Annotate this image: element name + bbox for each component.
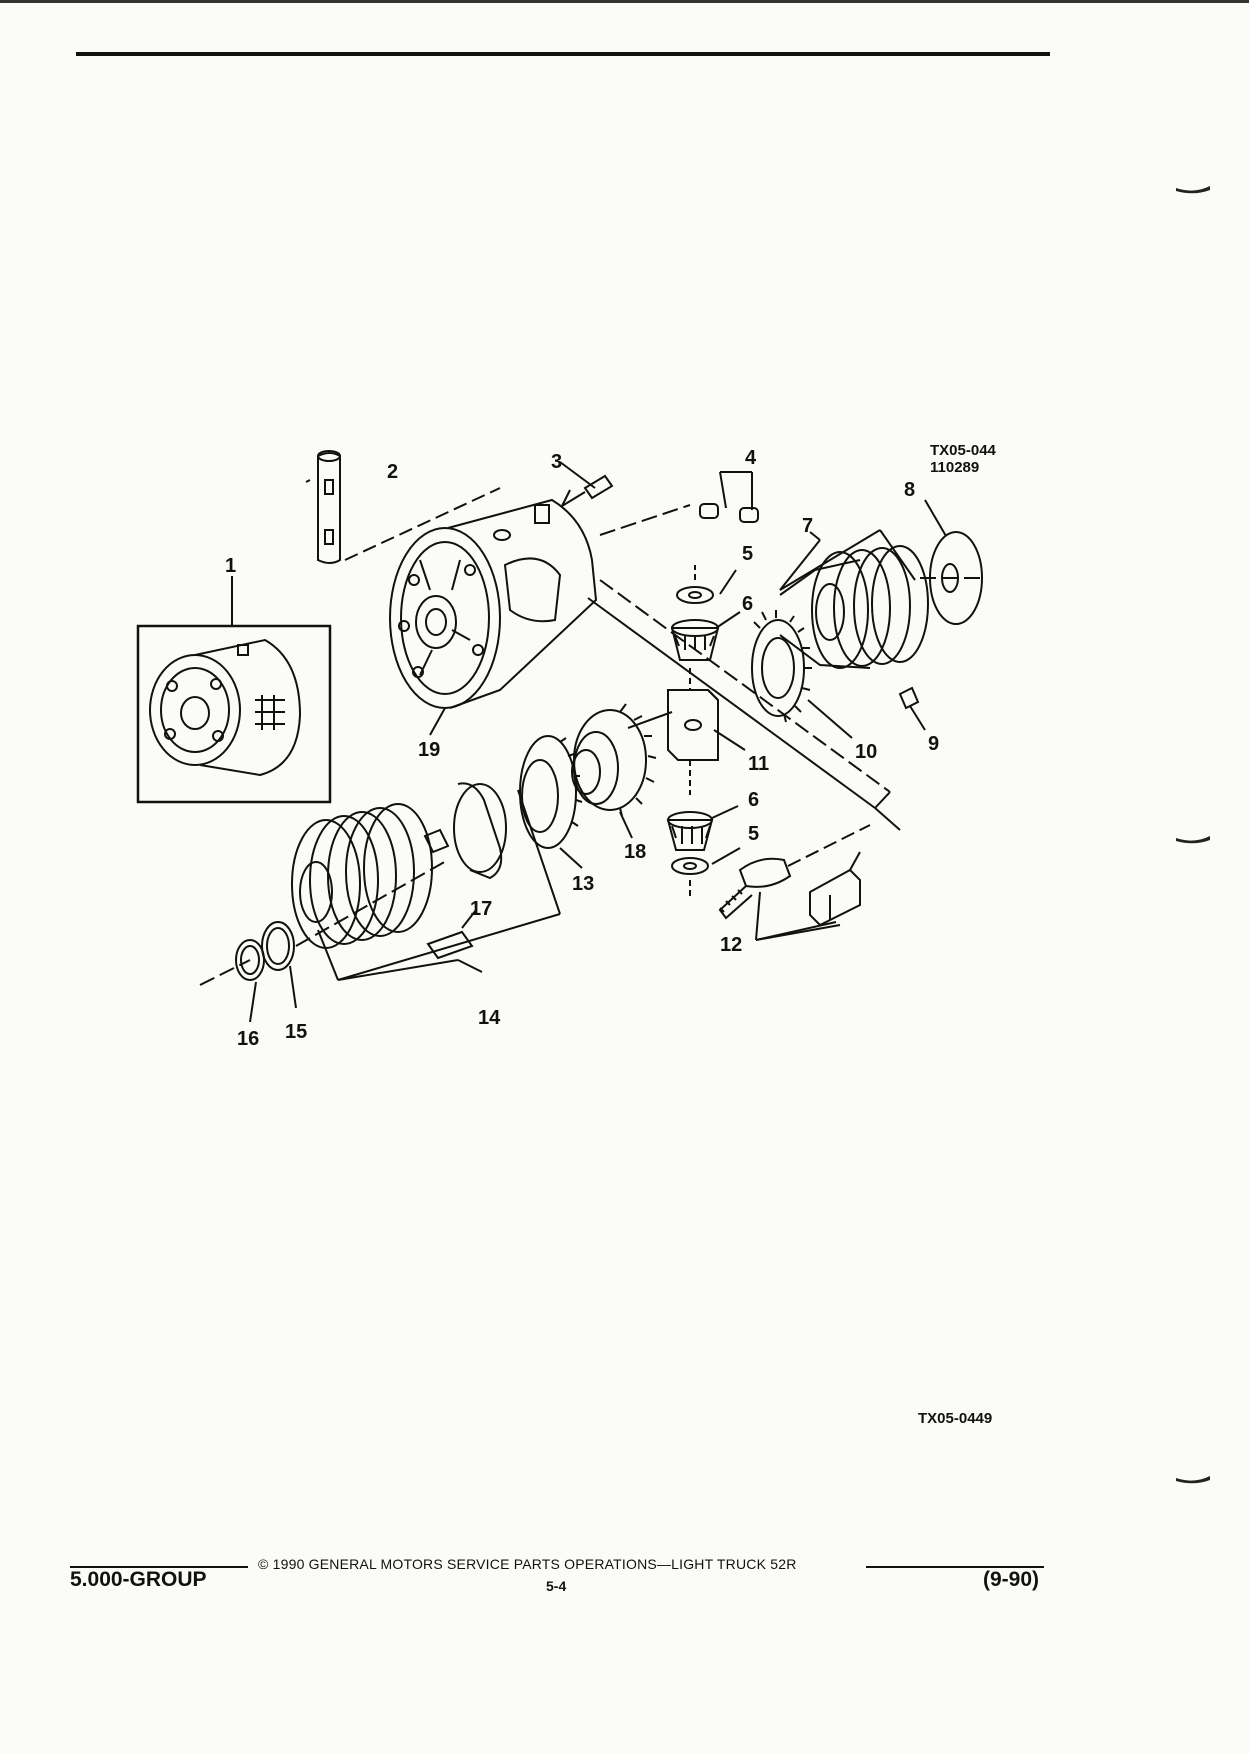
reference-code-top: TX05-044: [930, 442, 996, 459]
pinion-block-11: [627, 668, 746, 795]
callout-16: 16: [237, 1028, 259, 1050]
callout-13: 13: [572, 873, 594, 895]
callout-1: 1: [225, 555, 236, 577]
footer-group-label: 5.000-GROUP: [70, 1568, 207, 1591]
screws-4: [699, 471, 759, 523]
footer-rule-right: [866, 1566, 1044, 1568]
binder-hole-mark: [1176, 1476, 1210, 1484]
bolt-3: [559, 461, 614, 507]
binder-hole-mark: [1176, 836, 1210, 844]
cross-shaft-pin: [305, 450, 501, 564]
callout-10: 10: [855, 741, 877, 763]
callout-12: 12: [720, 934, 742, 956]
callout-8: 8: [904, 479, 915, 501]
callout-11: 11: [748, 753, 769, 775]
differential-case: [389, 498, 598, 736]
binder-hole-mark: [1176, 186, 1210, 194]
reference-code-top-secondary: 110289: [930, 459, 980, 476]
side-gear-10: [751, 610, 853, 739]
key-17: [426, 909, 477, 960]
shim-8: [920, 499, 983, 625]
footer-rule-left: [70, 1566, 248, 1568]
clutch-pack-7: [779, 529, 929, 669]
footer-page-number: 5-4: [546, 1578, 567, 1594]
callout-2: 2: [387, 461, 398, 483]
top-rule: [76, 52, 1050, 56]
reference-code-bottom: TX05-0449: [918, 1410, 993, 1427]
callout-19: 19: [418, 739, 440, 761]
callout-4: 4: [745, 447, 757, 469]
callout-7: 7: [802, 515, 813, 537]
callout-3: 3: [551, 451, 562, 473]
callout-18: 18: [624, 841, 646, 863]
callout-5-upper: 5: [742, 543, 753, 565]
page-edge: [0, 0, 1249, 3]
assembled-differential-inset: [136, 576, 332, 804]
cross-shafts-12: [718, 824, 871, 941]
callout-6-upper: 6: [742, 593, 753, 615]
callout-9: 9: [928, 733, 939, 755]
callout-6-lower: 6: [748, 789, 759, 811]
callout-15: 15: [285, 1021, 307, 1043]
callout-17: 17: [470, 898, 492, 920]
guide-clutch-13: [519, 735, 583, 869]
footer-date: (9-90): [983, 1568, 1040, 1591]
clutch-pack-14: [291, 782, 561, 981]
callout-5-lower: 5: [748, 823, 759, 845]
snap-rings: [199, 859, 449, 1023]
side-gear-18: [571, 703, 657, 839]
key-9: [898, 686, 926, 731]
lower-pinion-and-washer: [666, 805, 741, 898]
upper-washer-and-pinion: [670, 565, 741, 661]
footer-copyright: © 1990 GENERAL MOTORS SERVICE PARTS OPER…: [258, 1556, 797, 1572]
callout-14: 14: [478, 1007, 501, 1029]
